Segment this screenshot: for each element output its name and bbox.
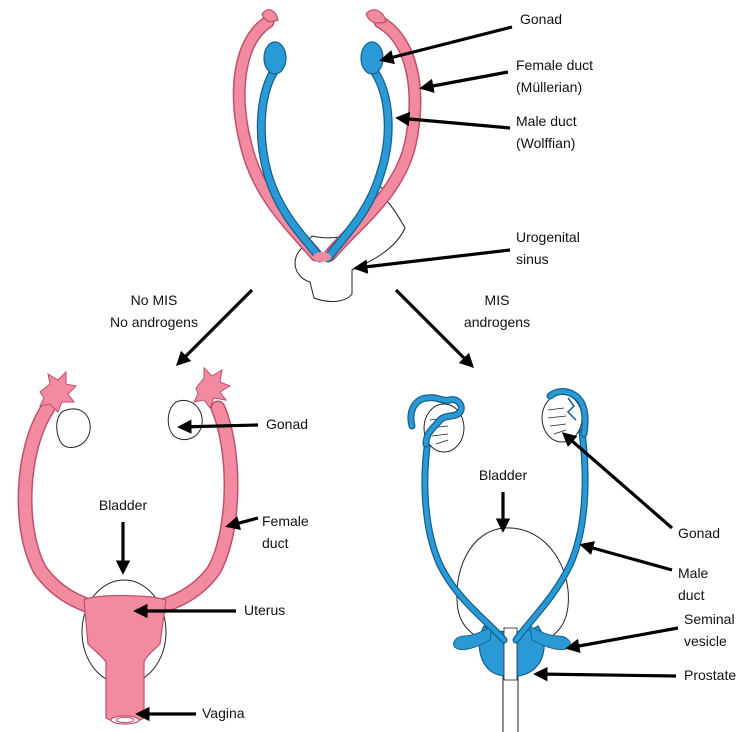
label-vagina: Vagina: [202, 705, 245, 721]
label-male-gonad: Gonad: [678, 525, 720, 541]
label-urogenital-2: sinus: [516, 251, 549, 267]
indifferent-stage: [239, 10, 415, 302]
gonad-left: [264, 42, 286, 74]
label-urogenital-1: Urogenital: [516, 229, 580, 245]
fimbriae-right: [194, 368, 230, 408]
ovary-right: [168, 400, 202, 439]
label-top-female-duct-2: (Müllerian): [516, 79, 582, 95]
label-top-gonad: Gonad: [520, 11, 562, 27]
label-top-male-duct-2: (Wolffian): [516, 135, 575, 151]
female-reproductive-tract: [25, 368, 231, 724]
label-no-androgens: No androgens: [110, 314, 198, 330]
label-top-female-duct-1: Female duct: [516, 57, 593, 73]
branch-arrows: No MIS No androgens MIS androgens: [110, 290, 530, 366]
male-reproductive-tract: [411, 392, 585, 732]
label-female-duct-1: Female: [262, 513, 309, 529]
gonad-right: [361, 42, 383, 74]
label-seminal-2: vesicle: [684, 633, 727, 649]
label-no-mis: No MIS: [131, 292, 178, 308]
label-seminal-1: Seminal: [684, 611, 735, 627]
label-prostate: Prostate: [684, 667, 736, 683]
label-male-duct-2: duct: [678, 587, 705, 603]
label-female-gonad: Gonad: [266, 416, 308, 432]
label-male-bladder: Bladder: [479, 467, 528, 483]
label-female-duct-2: duct: [262, 535, 289, 551]
label-female-bladder: Bladder: [99, 497, 148, 513]
label-top-male-duct-1: Male duct: [516, 113, 577, 129]
label-male-duct-1: Male: [678, 565, 709, 581]
ovary-left: [57, 409, 90, 448]
label-mis: MIS: [485, 292, 510, 308]
bladder-male: [457, 528, 569, 644]
label-uterus: Uterus: [244, 602, 285, 618]
label-androgens: androgens: [464, 314, 530, 330]
